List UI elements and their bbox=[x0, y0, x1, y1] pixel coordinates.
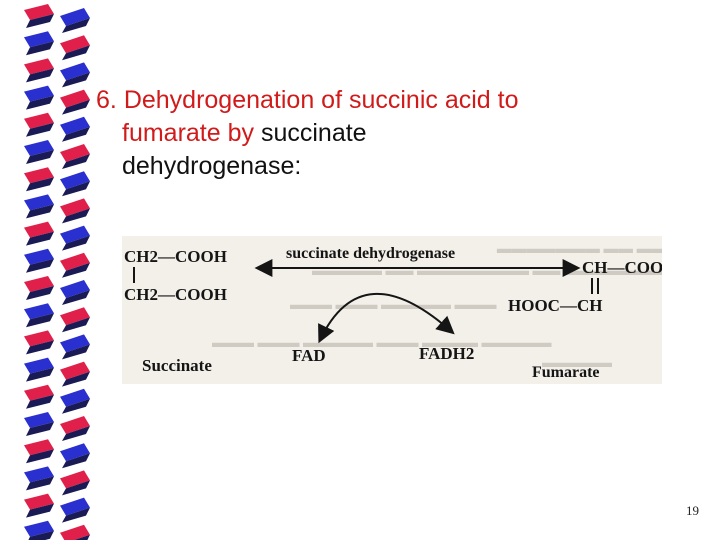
succinate-formula-bottom: CH2—COOH bbox=[124, 285, 227, 304]
title-line-2: fumarate by succinate bbox=[122, 119, 367, 147]
reaction-scheme-image: ▬▬▬▬▬▬▬ ▬▬ ▬▬▬▬▬ ▬▬▬▬▬ ▬▬ ▬▬▬▬▬▬▬▬ ▬▬ ▬▬… bbox=[122, 236, 662, 384]
fad-label: FAD bbox=[292, 346, 326, 365]
fumarate-formula-top: CH—COOH bbox=[582, 258, 662, 277]
fumarate-formula-bottom: HOOC—CH bbox=[508, 296, 603, 315]
enzyme-label: succinate dehydrogenase bbox=[286, 245, 456, 262]
fadh2-label: FADH2 bbox=[419, 344, 475, 363]
succinate-formula-top: CH2—COOH bbox=[124, 247, 227, 266]
page-number: 19 bbox=[686, 503, 699, 518]
reaction-arrows bbox=[133, 259, 599, 344]
background-text: ▬▬▬ ▬▬▬ ▬▬▬▬▬ ▬▬▬ ▬▬▬▬ ▬▬▬▬▬ bbox=[212, 336, 552, 351]
decorative-border bbox=[24, 4, 90, 540]
background-text: ▬▬▬▬▬▬▬ ▬▬ ▬▬▬▬▬ bbox=[496, 242, 662, 257]
slide-title: 6. Dehydrogenation of succinic acid to f… bbox=[96, 84, 696, 183]
title-line-3: dehydrogenase: bbox=[122, 152, 302, 180]
succinate-label: Succinate bbox=[142, 356, 212, 375]
title-line-1: 6. Dehydrogenation of succinic acid to bbox=[96, 86, 519, 114]
background-text: ▬▬▬▬▬ bbox=[542, 356, 612, 371]
fumarate-label: Fumarate bbox=[532, 364, 600, 381]
cofactor-arrow bbox=[318, 293, 455, 344]
